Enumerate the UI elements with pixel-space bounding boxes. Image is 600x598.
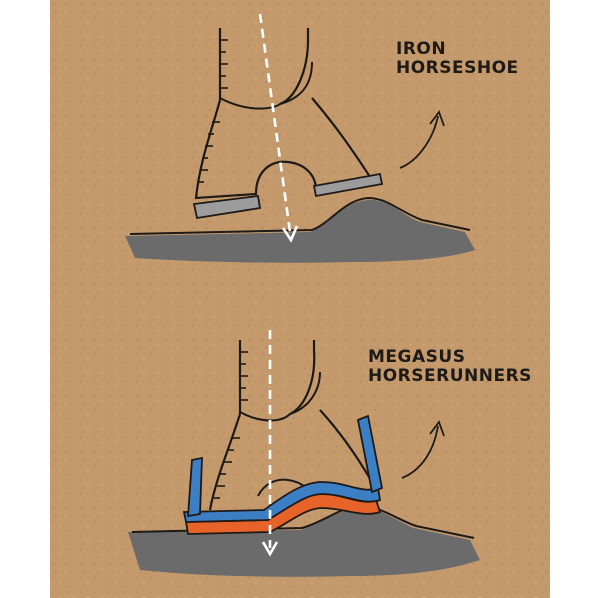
top-label-pointer-head [429,110,445,127]
label-top-line-2: HORSESHOE [396,58,519,78]
bottom-hoof [208,409,373,511]
top-hoof [194,97,374,200]
label-top-line-1: IRON [396,39,447,59]
bottom-axis-arrowhead [261,541,279,557]
label-megasus-horserunners: MEGASUS HORSERUNNERS [368,348,532,386]
top-leg-ticks [220,39,228,89]
label-iron-horseshoe: IRON HORSESHOE [396,40,519,78]
top-axis-arrow [258,13,292,233]
runner-layer-blue [182,481,382,523]
bottom-leg-ticks [240,351,248,401]
label-bottom-line-2: HORSERUNNERS [368,366,532,386]
bottom-fetlock [239,371,321,422]
bottom-ground [128,508,480,577]
top-ground-line [129,196,471,235]
top-hoof-ticks [198,121,220,183]
bottom-label-pointer-head [429,420,445,437]
top-ground [125,199,475,263]
top-fetlock [219,61,313,110]
bottom-scene [128,330,480,577]
diagram-canvas [50,0,550,598]
top-scene [125,13,475,263]
label-bottom-line-1: MEGASUS [368,347,466,367]
bottom-label-pointer [401,425,439,479]
runner-strap-back [356,414,384,494]
diagram-board: IRON HORSESHOE MEGASUS HORSERUNNERS [50,0,550,598]
top-label-pointer [399,115,439,169]
iron-horseshoe-heel [312,172,384,198]
iron-horseshoe [192,194,262,220]
top-axis-arrowhead [281,225,299,243]
runner-strap-front [187,456,203,518]
bottom-hoof-ticks [214,437,240,499]
